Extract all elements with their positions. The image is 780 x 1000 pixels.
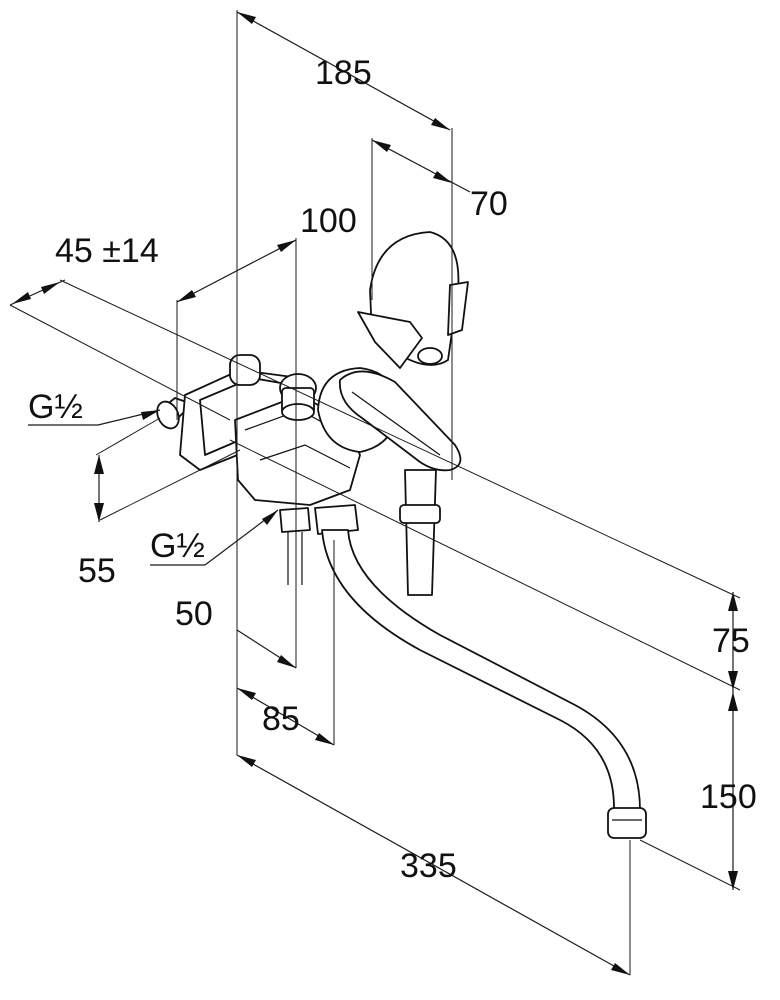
- dimension-lines: [9, 11, 738, 976]
- thread-g-half-side: G½: [28, 388, 83, 426]
- dim-335: 335: [400, 847, 457, 885]
- extension-lines: [9, 10, 741, 975]
- thread-g-half-bottom: G½: [150, 527, 205, 565]
- dim-45-14: 45 ±14: [55, 232, 159, 270]
- dim-55: 55: [78, 552, 116, 590]
- dim-150: 150: [700, 778, 757, 816]
- dimension-labels: 185 70 100 45 ±14 G½ 55 G½ 50 85 335 75 …: [28, 54, 757, 885]
- dim-50: 50: [175, 595, 213, 633]
- dim-75: 75: [712, 622, 750, 660]
- faucet-body: [156, 231, 647, 839]
- dim-100: 100: [300, 202, 357, 240]
- dim-85: 85: [262, 700, 300, 738]
- dim-185: 185: [315, 54, 372, 92]
- dim-70: 70: [470, 185, 508, 223]
